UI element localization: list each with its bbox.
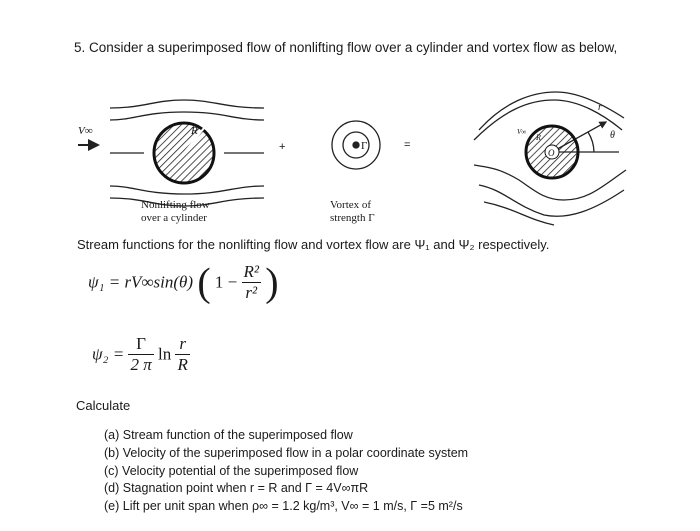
eq1-lhs: ψ₁ = rV∞sin(θ) xyxy=(88,272,194,292)
caption-nonlifting: Nonlifting flow over a cylinder xyxy=(141,199,210,224)
result-radius-label: R xyxy=(535,133,541,142)
equation-psi2: ψ₂ = Γ 2 π ln r R xyxy=(92,334,190,384)
task-item-a: (a) Stream function of the superimposed … xyxy=(104,428,353,442)
task-list: (a) Stream function of the superimposed … xyxy=(104,427,468,516)
theta-label: θ xyxy=(610,130,615,141)
calculate-heading: Calculate xyxy=(76,398,131,413)
stream-function-text: Stream functions for the nonlifting flow… xyxy=(77,237,550,252)
equals-sign: = xyxy=(404,139,410,151)
eq2-fraction2: r R xyxy=(175,334,190,374)
nonlifting-flow-diagram xyxy=(109,99,265,207)
result-freestream-label: V∞ xyxy=(517,128,526,136)
superimposed-flow-diagram xyxy=(473,91,627,226)
task-item-d: (d) Stagnation point when r = R and Γ = … xyxy=(104,481,369,496)
task-item-c: (c) Velocity potential of the superimpos… xyxy=(104,463,359,478)
vortex-symbol: Γ xyxy=(361,140,367,152)
plus-sign: + xyxy=(279,141,285,153)
task-item-e: (e) Lift per unit span when ρ∞ = 1.2 kg/… xyxy=(104,499,463,514)
caption-vortex: Vortex of strength Γ xyxy=(330,199,375,224)
equation-psi1: ψ₁ = rV∞sin(θ) ( 1 − R² r² ) xyxy=(88,259,279,305)
eq1-one-minus: 1 − xyxy=(214,272,238,292)
origin-label: O xyxy=(548,148,555,158)
eq1-fraction: R² r² xyxy=(241,262,261,302)
flow-figure: R V∞ + Γ = O R V∞ r θ xyxy=(78,91,627,226)
freestream-label: V∞ xyxy=(78,125,93,137)
eq2-ln: ln xyxy=(157,344,172,364)
question-text: 5. Consider a superimposed flow of nonli… xyxy=(74,40,618,55)
task-item-b: (b) Velocity of the superimposed flow in… xyxy=(104,445,469,460)
radius-label: R xyxy=(190,125,198,137)
vortex-diagram xyxy=(331,120,381,170)
r-label: r xyxy=(598,102,602,113)
eq2-lhs: ψ₂ = xyxy=(92,344,125,364)
eq2-fraction1: Γ 2 π xyxy=(128,334,154,374)
